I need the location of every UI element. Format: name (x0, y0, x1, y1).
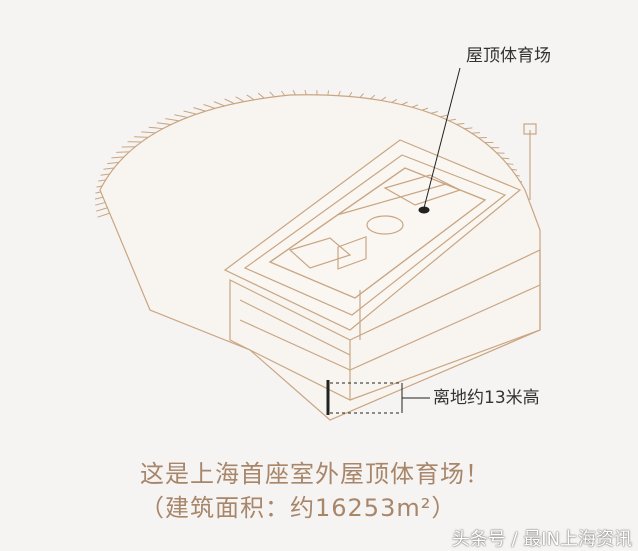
pointer-lines (326, 67, 461, 415)
running-track (243, 154, 507, 316)
watermark: 头条号 / 最IN上海资讯 (451, 529, 632, 550)
football-field (268, 167, 487, 299)
height-label: 离地约13米高 (433, 388, 540, 408)
caption-line2: （建筑面积：约16253m²） (140, 494, 457, 522)
pointer-dot (418, 206, 430, 214)
stadium-body (99, 94, 541, 421)
roof-stadium-label: 屋顶体育场 (466, 46, 551, 66)
caption-line1: 这是上海首座室外屋顶体育场！ (140, 460, 490, 488)
stands (223, 139, 522, 331)
